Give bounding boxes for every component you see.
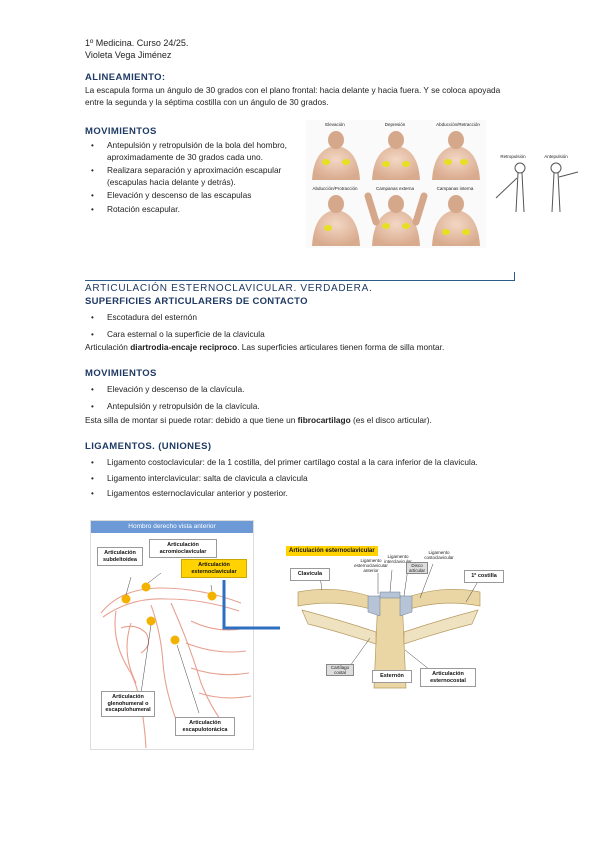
bold-term: fibrocartilago bbox=[297, 415, 351, 425]
shoulder-movements-illustration bbox=[312, 131, 480, 246]
list-item: Ligamento costoclavicular: de la 1 costi… bbox=[85, 457, 515, 469]
list-item: Rotación escapular. bbox=[85, 204, 305, 216]
alineamiento-text: La escapula forma un ángulo de 30 grados… bbox=[85, 85, 501, 107]
articulacion-text: Articulación diartrodia-encaje reciproco… bbox=[85, 342, 445, 352]
diagram-title: Hombro derecho vista anterior bbox=[91, 521, 253, 533]
shoulder-movements-figure: Elevación Depresión Abducción/Retracción… bbox=[306, 120, 486, 248]
label-lig-esternoclavicular-anterior: Ligamento esternoclavicular anterior bbox=[352, 558, 390, 573]
label-lig-interclavicular: Ligamento interclavicular bbox=[382, 554, 414, 564]
list-item: Escotadura del esternón bbox=[85, 312, 515, 324]
section-rule-tick bbox=[514, 272, 515, 281]
arm-label: Retropulsión bbox=[500, 154, 526, 159]
list-item: Antepulsión y retropulsión de la bola de… bbox=[85, 140, 305, 163]
section-rule bbox=[85, 280, 515, 281]
arm-movement-figure: Retropulsión Antepulsión bbox=[490, 150, 580, 220]
label-escapulotoracica: Articulación escapulotorácica bbox=[175, 717, 235, 736]
label-1a-costilla: 1ª costilla bbox=[464, 570, 504, 583]
label-lig-costoclavicular: Ligamento costoclavicular bbox=[424, 550, 454, 560]
label-subdeltoidea: Articulación subdeltoidea bbox=[97, 547, 143, 566]
list-item: Realizara separación y aproximación esca… bbox=[85, 165, 305, 188]
superficies-heading: SUPERFICIES ARTICULARERS DE CONTACTO bbox=[85, 296, 308, 307]
list-item: Antepulsión y retropulsión de la clavícu… bbox=[85, 401, 515, 413]
sternoclavicular-illustration bbox=[297, 563, 481, 689]
diagram-title-tag: Articulación esternoclavicular bbox=[286, 546, 378, 556]
ligamentos-heading: LIGAMENTOS. (UNIONES) bbox=[85, 441, 212, 452]
header-course: 1º Medicina. Curso 24/25. bbox=[85, 38, 189, 48]
label-clavicula: Clavícula bbox=[290, 568, 330, 581]
fig-label: Elevación bbox=[325, 122, 345, 127]
esternoclavicular-heading: ARTICULACIÓN ESTERNOCLAVICULAR. VERDADER… bbox=[85, 283, 373, 294]
arm-illustration bbox=[495, 162, 579, 213]
label-cartilago-costal: Cartílago costal bbox=[326, 664, 354, 676]
list-item: Elevación y descenso de las escapulas bbox=[85, 190, 305, 202]
fig-label: Campanas externa bbox=[375, 186, 415, 191]
fig-label: Abducción/Retracción bbox=[436, 122, 480, 127]
label-glenohumeral: Articulación glenohumeral o escapulohume… bbox=[101, 691, 155, 717]
header-author: Violeta Vega Jiménez bbox=[85, 50, 172, 60]
arm-label: Antepulsión bbox=[544, 154, 568, 159]
movimientos2-heading: MOVIMIENTOS bbox=[85, 368, 157, 379]
label-esternocostal: Articulación esternocostal bbox=[420, 668, 476, 687]
fig-label: Campanas interna bbox=[436, 186, 474, 191]
fibrocartilago-text: Esta silla de montar si puede rotar: deb… bbox=[85, 415, 432, 425]
list-item: Elevación y descenso de la clavícula. bbox=[85, 384, 515, 396]
label-disco-articular: Disco articular bbox=[406, 562, 428, 574]
superficies-list: Escotadura del esternón Cara esternal o … bbox=[85, 312, 515, 342]
shoulder-anterior-diagram: Hombro derecho vista anterior Articulaci… bbox=[90, 520, 254, 750]
movimientos-heading: MOVIMIENTOS bbox=[85, 126, 157, 137]
bold-term: diartrodia-encaje reciproco bbox=[130, 342, 238, 352]
label-acromioclavicular: Articulación acromioclavicular bbox=[149, 539, 217, 558]
list-item: Ligamento interclavicular: salta de clav… bbox=[85, 473, 515, 485]
label-esternon: Esternón bbox=[372, 670, 412, 683]
list-item: Ligamentos esternoclavicular anterior y … bbox=[85, 488, 515, 500]
label-esternoclavicular: Articulación esternoclavicular bbox=[181, 559, 247, 578]
fig-label: Abducción/Protracción bbox=[312, 186, 358, 191]
sternoclavicular-diagram: Articulación esternoclavicular Clavícula… bbox=[280, 540, 504, 695]
ligamentos-list: Ligamento costoclavicular: de la 1 costi… bbox=[85, 457, 515, 502]
movimientos2-list: Elevación y descenso de la clavícula. An… bbox=[85, 384, 515, 414]
list-item: Cara esternal o la superficie de la clav… bbox=[85, 329, 515, 341]
shoulder-skeleton-illustration bbox=[100, 572, 252, 749]
fig-label: Depresión bbox=[384, 122, 406, 127]
alineamiento-heading: ALINEAMIENTO: bbox=[85, 72, 166, 83]
movimientos-list: Antepulsión y retropulsión de la bola de… bbox=[85, 140, 305, 217]
